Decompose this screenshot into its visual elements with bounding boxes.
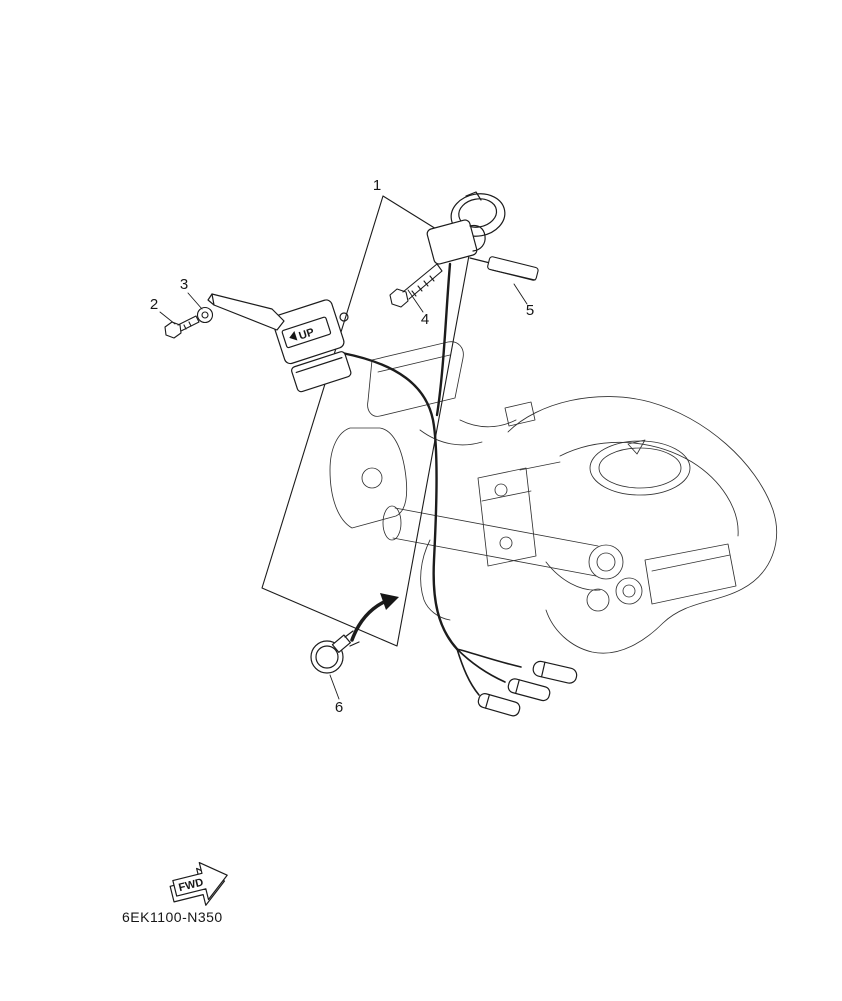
mounting-bolt-4 xyxy=(389,263,443,308)
trim-switch-assembly xyxy=(426,191,506,265)
washer-3 xyxy=(196,306,214,324)
callout-3: 3 xyxy=(180,276,188,293)
callout-leader-lines xyxy=(159,283,528,700)
fwd-direction-arrow: FWD xyxy=(169,861,228,906)
switch-bracket-up-plate: UP xyxy=(207,293,352,393)
callout-2: 2 xyxy=(150,296,158,313)
routing-direction-arrow xyxy=(350,593,399,642)
fwd-marking-label: FWD xyxy=(177,876,204,894)
bracket-bolt-2 xyxy=(164,315,200,339)
callout-4: 4 xyxy=(421,311,429,328)
part-code: 6EK1100-N350 xyxy=(122,909,223,925)
callout-1: 1 xyxy=(373,177,381,194)
wire-harness xyxy=(340,262,459,651)
up-marking-label: UP xyxy=(298,326,316,342)
callout-numbers: 1 2 3 4 5 6 xyxy=(150,177,534,716)
harness-connectors xyxy=(477,660,578,717)
harness-lead-wires xyxy=(456,648,522,696)
engine-bracket-drawing xyxy=(329,341,777,654)
callout-6: 6 xyxy=(335,699,343,716)
callout-5: 5 xyxy=(526,302,534,319)
switch-terminal-pin xyxy=(487,256,539,281)
hose-clamp-6 xyxy=(310,630,360,674)
